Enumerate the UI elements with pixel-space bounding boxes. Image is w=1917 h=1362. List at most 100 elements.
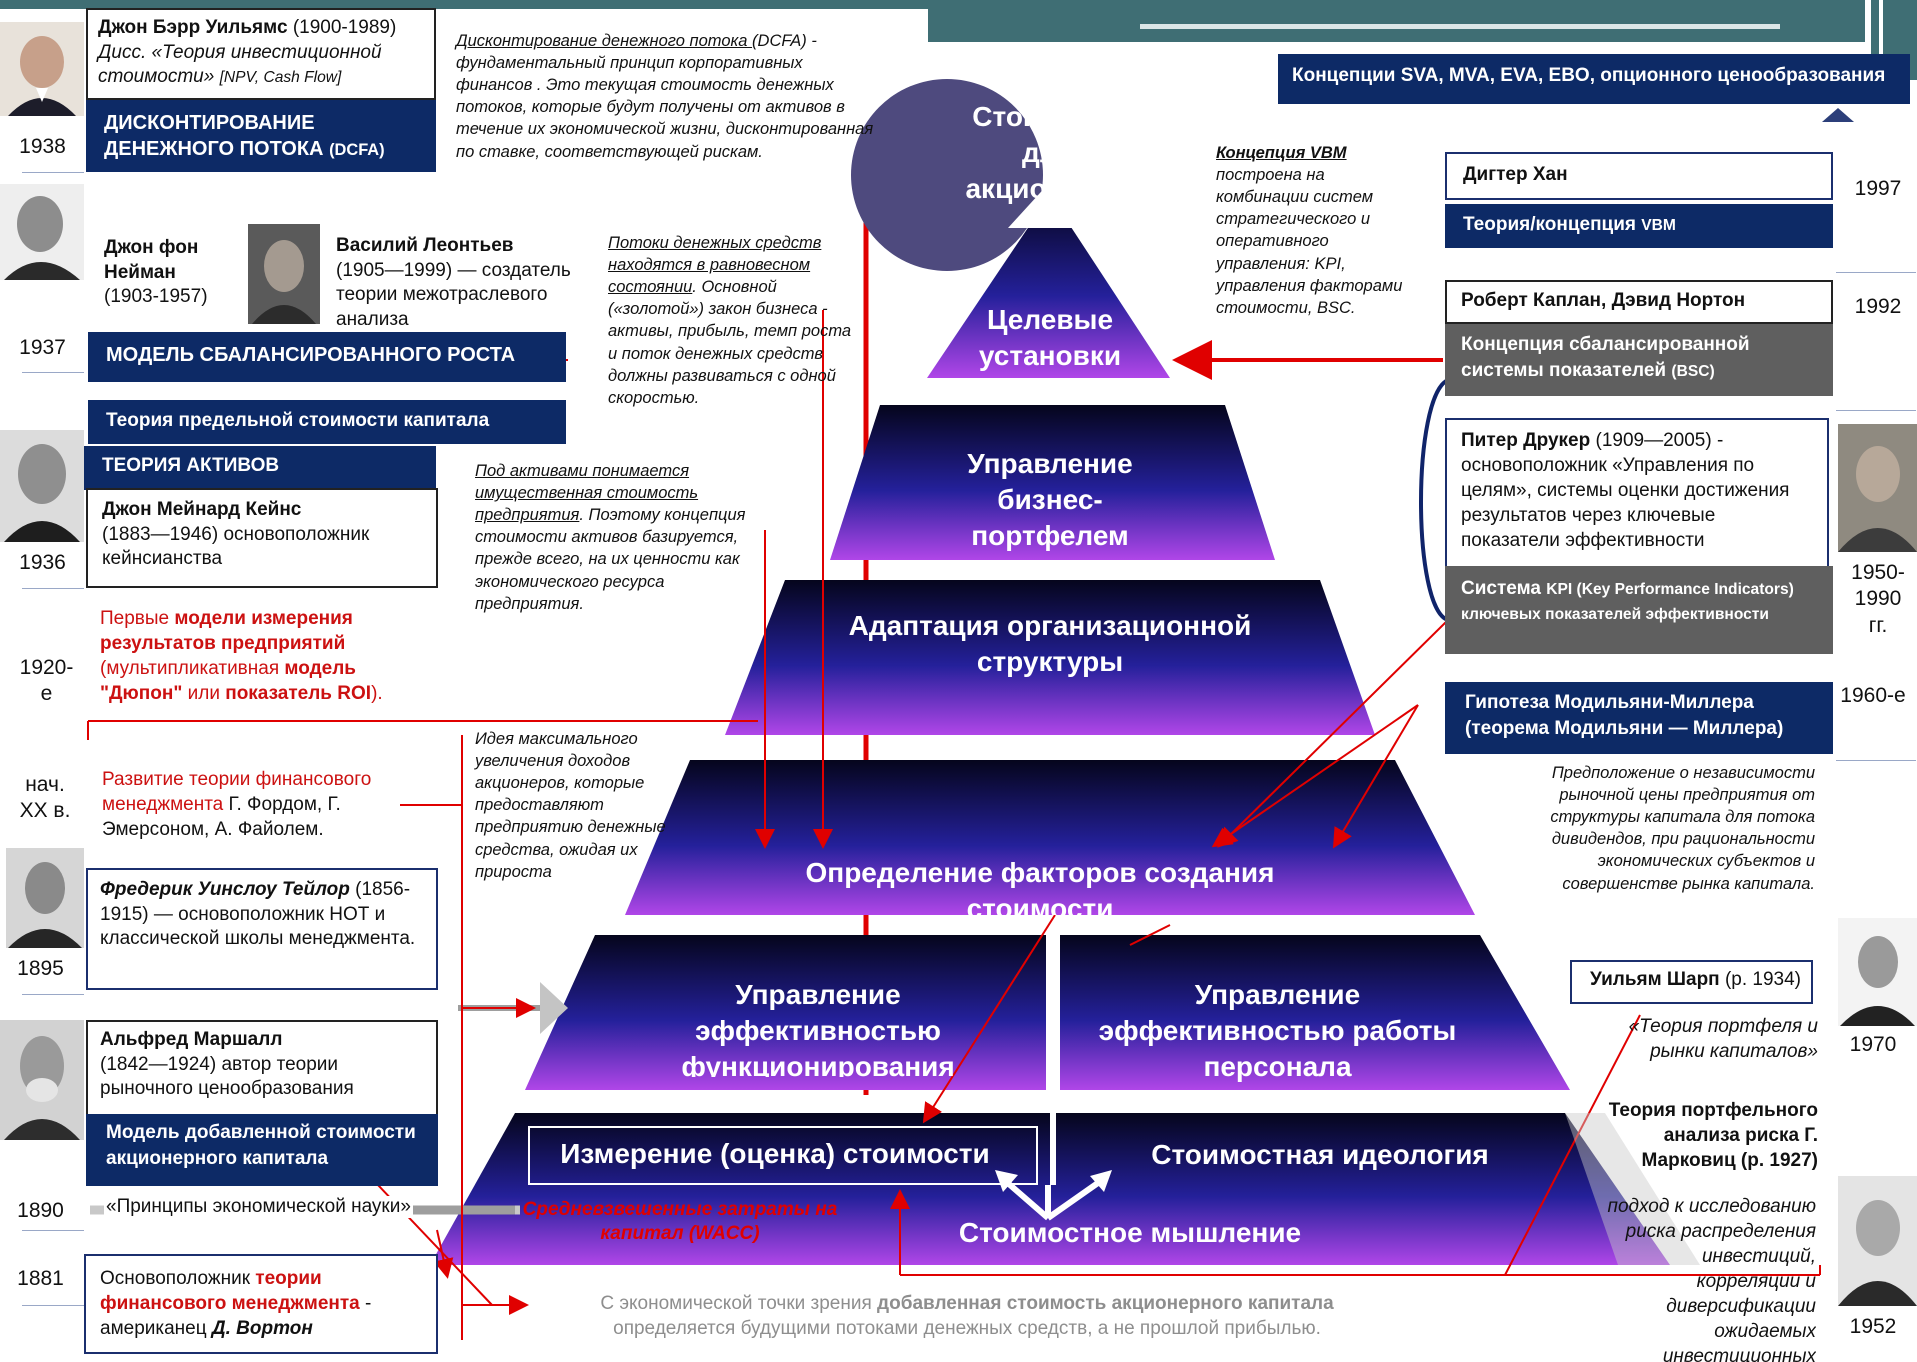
dupont-bold2: модель "Дюпон"	[100, 658, 356, 705]
measurement-box	[528, 1126, 1038, 1185]
williams-name: Джон Бэрр Уильямс	[98, 17, 288, 38]
leontief-name: Василий Леонтьев	[336, 235, 514, 256]
bottom-note-bold: добавленная стоимость акционерного капит…	[877, 1293, 1334, 1314]
dupont-text: Первые модели измерения результатов пред…	[100, 606, 430, 706]
tier-drivers-label: Определение факторов создания стоимости	[805, 857, 1275, 915]
tier-adaptation	[725, 580, 1375, 735]
neumann-card: Джон фон Нейман (1903-1957)	[104, 236, 224, 310]
assets-note-title: Под активами понимается имущественная ст…	[475, 462, 699, 525]
drucker-photo	[1838, 424, 1917, 552]
year-1970: 1970	[1849, 1033, 1897, 1056]
bsc-banner-text: Концепция сбалансированной системы показ…	[1461, 334, 1750, 381]
williams-thesis: Дисс. «Теория инвестиционной стоимости»	[98, 41, 382, 88]
year-1997: 1997	[1854, 177, 1902, 200]
dupont-post: ).	[371, 683, 383, 705]
tier-ideology-label: Стоимостная идеология	[1151, 1139, 1489, 1170]
year-1950-1990: 1950-1990 гг.	[1851, 561, 1905, 637]
marshall-name: Альфред Маршалл	[100, 1029, 283, 1050]
bsc-banner: Концепция сбалансированной системы показ…	[1445, 324, 1833, 396]
year-1952: 1952	[1849, 1315, 1897, 1338]
keynes-card: Джон Мейнард Кейнс (1883—1946) основопол…	[86, 488, 438, 588]
up-pointer	[1822, 108, 1854, 122]
wharton-red: теории финансового менеджмента	[100, 1268, 360, 1315]
wharton-name: Д. Вортон	[211, 1318, 313, 1340]
fin-mgmt-text: Развитие теории финансового менеджмента …	[102, 767, 422, 842]
mm-banner: Гипотеза Модильяни-Миллера (теорема Моди…	[1445, 682, 1833, 754]
williams-dates: (1900-1989)	[292, 17, 397, 38]
dcfa-banner: ДИСКОНТИРОВАНИЕ ДЕНЕЖНОГО ПОТОКА (DCFA)	[86, 100, 436, 172]
fin-mgmt-red: Развитие теории финансового менеджмента	[102, 769, 372, 816]
top-left-stripe	[0, 0, 928, 9]
year-sep-left	[22, 172, 84, 173]
leontief-text: (1905—1999) — создатель теории межотрасл…	[336, 259, 571, 331]
vbm-banner-tag: VBM	[1641, 217, 1676, 234]
tier-adaptation-label: Адаптация организационной структуры	[848, 610, 1252, 677]
year-1881: 1881	[17, 1267, 64, 1290]
year-1920s: 1920-е	[19, 656, 74, 706]
vbm-banner-text: Теория/концепция	[1463, 214, 1636, 235]
wharton-pre: Основоположник	[100, 1268, 256, 1289]
bottom-note-pre: С экономической точки зрения	[600, 1293, 878, 1314]
year-early-20c: нач. XX в.	[19, 773, 71, 823]
dupont-mid: (мультипликативная	[100, 658, 285, 680]
dcfa-note: Дисконтирование денежного потока (DCFA) …	[456, 30, 876, 163]
principles-label: «Принципы экономической науки»	[104, 1196, 413, 1218]
marshall-card: Альфред Маршалл (1842—1924) автор теории…	[86, 1020, 438, 1116]
year-1890: 1890	[17, 1199, 64, 1222]
top-right-stripe-light	[1140, 24, 1780, 29]
vbm-banner: Теория/концепция VBM	[1445, 204, 1833, 248]
wacc-label: Средневзвешенные затраты на капитал (WAC…	[522, 1199, 838, 1244]
tier-target-label: Целевые установки	[978, 304, 1122, 371]
assets-note-body: . Поэтому концепция стоимости активов ба…	[475, 506, 746, 613]
tier-measurement-label: Измерение (оценка) стоимости	[560, 1138, 990, 1169]
tier-ops-efficiency	[525, 935, 1046, 1090]
tier-portfolio-label: Управление бизнес-портфелем	[967, 448, 1133, 551]
year-sep-left-6	[22, 1305, 84, 1306]
sharpe-card: Уильям Шарп (р. 1934)	[1570, 960, 1813, 1004]
vbm-note-title: Концепция VBM	[1216, 144, 1347, 162]
mm-note: Предположение о независимости рыночной ц…	[1550, 764, 1815, 893]
year-1960s: 1960-е	[1840, 684, 1906, 707]
income-idea-note: Идея максимального увеличения доходов ак…	[475, 730, 666, 881]
dupont-pre: Первые	[100, 608, 175, 629]
year-1937: 1937	[19, 336, 66, 359]
top-right-stripe	[928, 0, 1917, 42]
williams-thesis-tag: [NPV, Cash Flow]	[219, 69, 342, 87]
top-concepts-banner: Концепции SVA, MVA, EVA, EBO, опционного…	[1278, 54, 1910, 104]
flows-note-title: Потоки денежных средств находятся в равн…	[608, 234, 822, 297]
year-1938: 1938	[19, 135, 66, 158]
tier-ops-efficiency-label: Управление эффективностью функционирован…	[681, 979, 955, 1077]
vbm-note: Концепция VBM построена на комбинации си…	[1216, 142, 1416, 319]
dcfa-banner-text: ДИСКОНТИРОВАНИЕ ДЕНЕЖНОГО ПОТОКА	[104, 112, 324, 160]
drucker-text: (1909—2005) - основоположник «Управления…	[1461, 430, 1790, 552]
tier-portfolio	[830, 405, 1275, 560]
hahn-card: Дигтер Хан	[1445, 152, 1833, 200]
keynes-text: (1883—1946) основоположник кейнсианства	[102, 523, 370, 570]
tier-thinking-label: Стоимостное мышление	[958, 1217, 1302, 1248]
center-circle-label: Стоимость для акционеров	[965, 101, 1131, 204]
gray-arrow-right	[540, 982, 568, 1034]
taylor-card: Фредерик Уинслоу Тейлор (1856-1915) — ос…	[86, 868, 438, 990]
drucker-bracket	[1419, 378, 1450, 622]
wharton-mid: - американец	[100, 1293, 372, 1340]
bsc-banner-tag: (BSC)	[1671, 362, 1715, 380]
dupont-bold1: модели измерения результатов предприятий	[100, 608, 353, 655]
flows-note-body: . Основной («золотой») закон бизнеса - а…	[608, 278, 852, 407]
bottom-note-post: определяется будущими потоками денежных …	[613, 1317, 1321, 1339]
neumann-dates: (1903-1957)	[104, 286, 208, 308]
apex-tip	[1008, 182, 1092, 228]
balanced-growth-banner: МОДЕЛЬ СБАЛАНСИРОВАННОГО РОСТА	[88, 332, 566, 382]
asset-theory-banner: ТЕОРИЯ АКТИВОВ	[84, 446, 436, 490]
year-sep-left-2	[22, 372, 84, 373]
year-sep-left-5	[22, 1230, 84, 1231]
vbm-note-body: построена на комбинации систем стратегич…	[1216, 166, 1403, 317]
taylor-text: — основоположник НОТ и классической школ…	[100, 903, 416, 950]
kpi-banner-pre: Система	[1461, 578, 1547, 599]
added-value-banner: Модель добавленной стоимости акционерног…	[86, 1114, 438, 1186]
markowitz-photo	[1838, 1176, 1917, 1306]
marshall-photo	[0, 1020, 84, 1140]
flows-note: Потоки денежных средств находятся в равн…	[608, 232, 858, 409]
tier-staff-efficiency	[1060, 935, 1570, 1090]
year-sep-left-4	[22, 994, 84, 995]
year-sep-right-3	[1836, 760, 1916, 761]
